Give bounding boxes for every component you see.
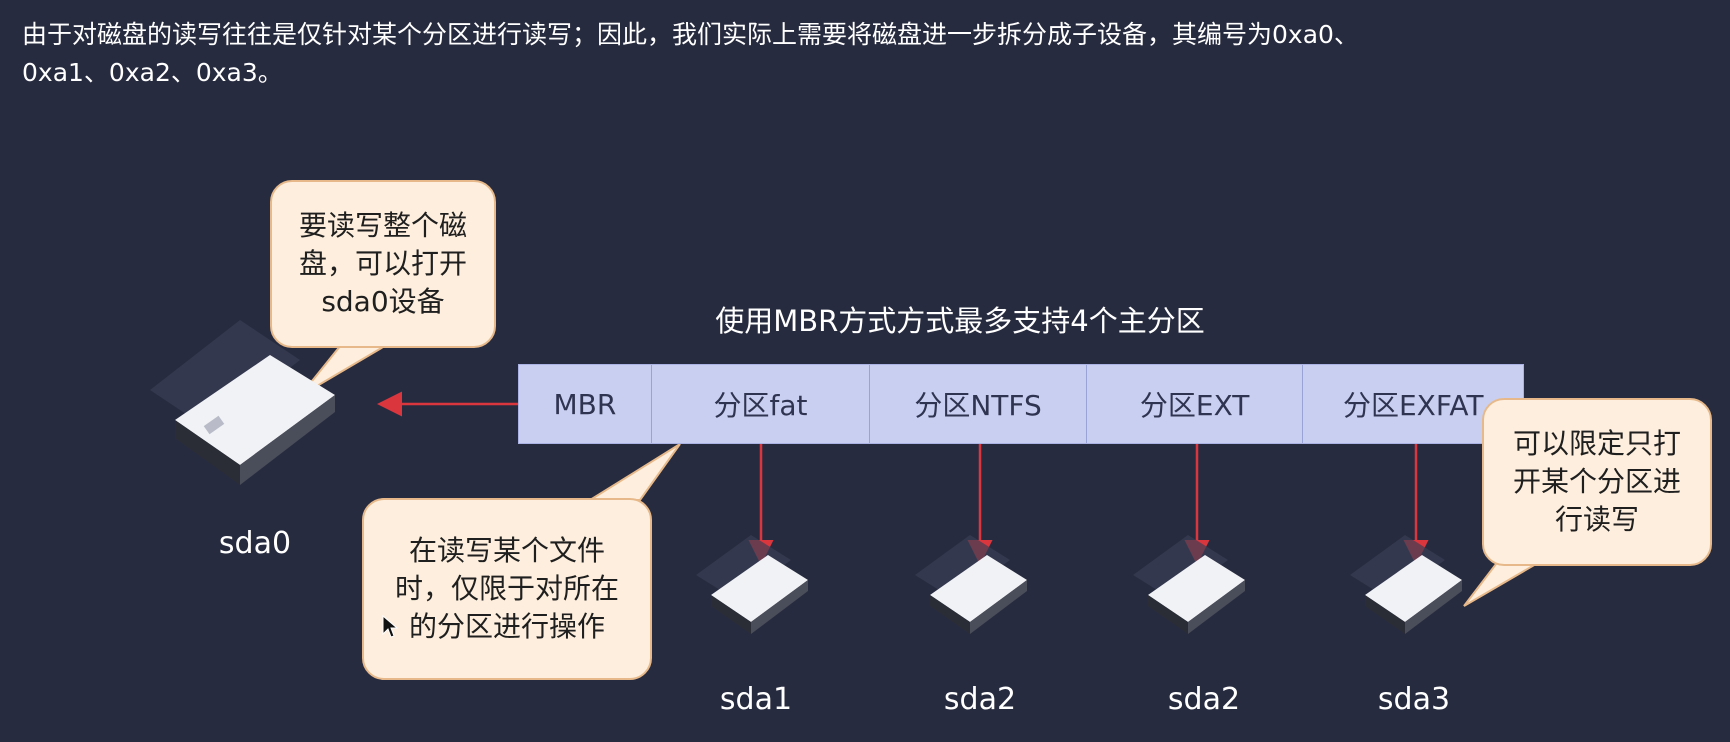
disk-label-sda2: sda2 [943,682,1017,717]
callout-file-rw-line-2: 时，仅限于对所在 [394,572,619,605]
callout-whole-disk-line-1: 要读写整个磁 [298,209,467,242]
callout-whole-disk: 要读写整个磁 盘，可以打开 sda0设备 [270,180,496,348]
callout-limit-line-1: 可以限定只打 [1512,427,1681,460]
cell-partition-fat: 分区fat [652,365,871,443]
intro-line-2: 0xa1、0xa2、0xa3。 [22,58,283,87]
cell-partition-ntfs: 分区NTFS [870,365,1087,443]
cell-partition-ext: 分区EXT [1087,365,1304,443]
cell-mbr: MBR [519,365,652,443]
cell-partition-exfat: 分区EXFAT [1342,389,1484,422]
intro-paragraph: 由于对磁盘的读写往往是仅针对某个分区进行读写；因此，我们实际上需要将磁盘进一步拆… [22,16,1702,92]
callout-limit-partition: 可以限定只打 开某个分区进 行读写 [1482,398,1712,566]
mouse-cursor-icon [382,615,398,638]
intro-line-1: 由于对磁盘的读写往往是仅针对某个分区进行读写；因此，我们实际上需要将磁盘进一步拆… [22,20,1359,49]
disk-label-sda1: sda1 [719,682,793,717]
hard-drive-icon-sda2-b [1133,535,1245,634]
callout-limit-line-3: 行读写 [1554,503,1639,536]
callout-whole-disk-line-3: sda0设备 [321,285,445,318]
hard-drive-icon-sda3 [1350,535,1462,634]
hard-drive-icon-sda0 [150,320,335,485]
callout-tail-file-rw [586,443,681,501]
callout-file-rw-line-1: 在读写某个文件 [408,534,605,567]
disk-label-sda3: sda3 [1377,682,1451,717]
partition-bar: MBR 分区fat 分区NTFS 分区EXT 分区EXFAT [518,364,1524,444]
disk-label-sda0: sda0 [218,526,292,561]
callout-file-rw: 在读写某个文件 时，仅限于对所在 的分区进行操作 [362,498,652,680]
disk-label-sda2-b: sda2 [1167,682,1241,717]
callout-whole-disk-line-2: 盘，可以打开 [298,247,467,280]
callout-file-rw-line-3: 的分区进行操作 [408,610,605,643]
hard-drive-icon-sda1 [696,535,808,634]
hard-drive-icon-sda2 [915,535,1027,634]
callout-limit-line-2: 开某个分区进 [1512,465,1681,498]
diagram-title: 使用MBR方式方式最多支持4个主分区 [715,304,1205,338]
